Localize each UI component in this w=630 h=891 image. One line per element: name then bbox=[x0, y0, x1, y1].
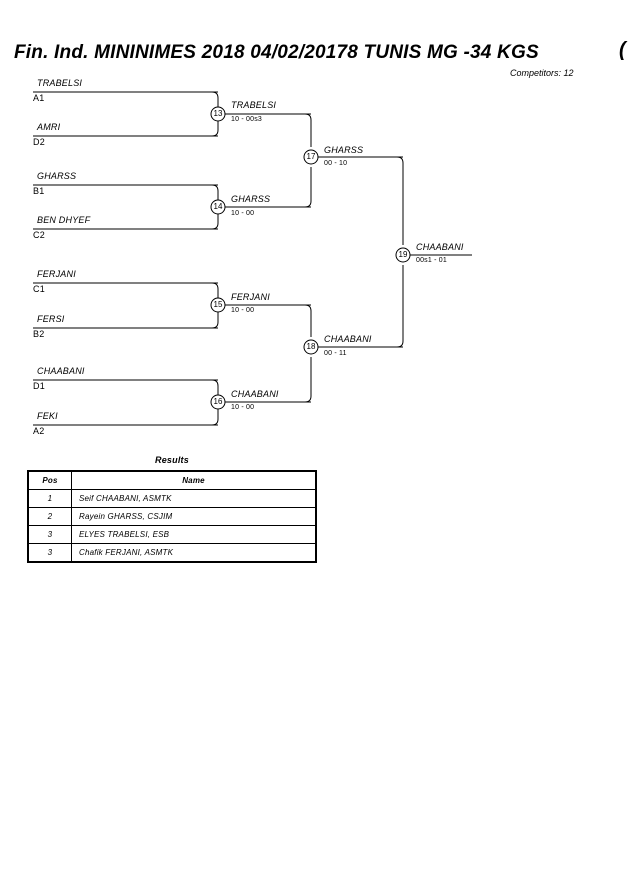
match-17-lower-connector bbox=[304, 167, 312, 208]
match-15-circle bbox=[210, 297, 226, 313]
match-13-circle bbox=[210, 106, 226, 122]
match-number-18: 18 bbox=[306, 342, 316, 351]
column-header-pos: Pos bbox=[27, 470, 72, 490]
match-winner-15: FERJANI bbox=[231, 292, 270, 302]
match-winner-18: CHAABANI bbox=[324, 334, 372, 344]
match-number-17: 17 bbox=[306, 152, 316, 161]
entry-seed-5: C1 bbox=[33, 284, 45, 294]
result-name: ELYES TRABELSI, ESB bbox=[71, 525, 317, 544]
result-pos: 3 bbox=[27, 525, 72, 544]
match-number-16: 16 bbox=[213, 397, 223, 406]
match-number-14: 14 bbox=[213, 202, 223, 211]
match-15-lower-connector bbox=[211, 311, 219, 329]
match-18-circle bbox=[303, 339, 319, 355]
result-name: Seif CHAABANI, ASMTK bbox=[71, 489, 317, 508]
entry-seed-7: D1 bbox=[33, 381, 45, 391]
entry-seed-2: D2 bbox=[33, 137, 45, 147]
competitors-count-label: Competitors: 12 bbox=[510, 68, 574, 78]
entry-name-5: FERJANI bbox=[37, 269, 76, 279]
match-16-upper-connector bbox=[211, 379, 219, 396]
match-number-19: 19 bbox=[398, 250, 408, 259]
match-number-13: 13 bbox=[213, 109, 223, 118]
entry-name-1: TRABELSI bbox=[37, 78, 83, 88]
entry-name-6: FERSI bbox=[37, 314, 65, 324]
match-13-lower-connector bbox=[211, 120, 219, 137]
table-row: 1 Seif CHAABANI, ASMTK bbox=[27, 489, 317, 508]
match-score-15: 10 - 00 bbox=[231, 307, 255, 314]
entry-seed-4: C2 bbox=[33, 230, 45, 240]
table-header-row: Pos Name bbox=[27, 470, 317, 490]
match-number-15: 15 bbox=[213, 300, 223, 309]
match-19-upper-connector bbox=[396, 156, 404, 245]
result-pos: 2 bbox=[27, 507, 72, 526]
match-winner-13: TRABELSI bbox=[231, 100, 277, 110]
result-name: Chafik FERJANI, ASMTK bbox=[71, 543, 317, 563]
match-16-lower-connector bbox=[211, 408, 219, 426]
page-title: Fin. Ind. MININIMES 2018 04/02/20178 TUN… bbox=[14, 42, 539, 63]
table-row: 3 Chafik FERJANI, ASMTK bbox=[27, 543, 317, 563]
match-15-upper-connector bbox=[211, 282, 219, 299]
match-winner-19: CHAABANI bbox=[416, 242, 464, 252]
column-header-name: Name bbox=[71, 470, 317, 490]
entry-name-8: FEKI bbox=[37, 411, 58, 421]
match-score-19: 00s1 - 01 bbox=[416, 257, 447, 264]
result-name: Rayein GHARSS, CSJIM bbox=[71, 507, 317, 526]
tournament-bracket: TRABELSI A1 AMRI D2 GHARSS B1 BEN DHYEF … bbox=[33, 78, 472, 436]
match-winner-17: GHARSS bbox=[324, 145, 364, 155]
match-score-18: 00 - 11 bbox=[324, 350, 347, 357]
results-title: Results bbox=[155, 455, 189, 465]
match-14-lower-connector bbox=[211, 213, 219, 230]
result-pos: 1 bbox=[27, 489, 72, 508]
header-corner-glyph: ( bbox=[619, 40, 626, 60]
entry-name-4: BEN DHYEF bbox=[37, 215, 91, 225]
entry-seed-8: A2 bbox=[33, 426, 45, 436]
match-19-circle bbox=[395, 247, 411, 263]
match-winner-14: GHARSS bbox=[231, 194, 271, 204]
match-score-17: 00 - 10 bbox=[324, 160, 348, 167]
entry-name-2: AMRI bbox=[37, 122, 61, 132]
table-row: 2 Rayein GHARSS, CSJIM bbox=[27, 507, 317, 526]
match-19-lower-connector bbox=[396, 265, 404, 348]
entry-seed-6: B2 bbox=[33, 329, 45, 339]
match-16-circle bbox=[210, 394, 226, 410]
bracket-connector-lines bbox=[33, 91, 472, 426]
entry-name-7: CHAABANI bbox=[37, 366, 85, 376]
match-13-upper-connector bbox=[211, 91, 219, 108]
match-17-upper-connector bbox=[304, 113, 312, 147]
entry-seed-3: B1 bbox=[33, 186, 45, 196]
match-score-14: 10 - 00 bbox=[231, 210, 255, 217]
match-18-upper-connector bbox=[304, 304, 312, 337]
result-pos: 3 bbox=[27, 543, 72, 563]
table-row: 3 ELYES TRABELSI, ESB bbox=[27, 525, 317, 544]
results-table: Pos Name 1 Seif CHAABANI, ASMTK 2 Rayein… bbox=[27, 470, 317, 563]
results-section: Results Pos Name 1 Seif CHAABANI, ASMTK … bbox=[27, 455, 317, 563]
match-18-lower-connector bbox=[304, 357, 312, 403]
match-winner-16: CHAABANI bbox=[231, 389, 279, 399]
match-score-16: 10 - 00 bbox=[231, 404, 255, 411]
match-score-13: 10 - 00s3 bbox=[231, 116, 262, 123]
match-14-upper-connector bbox=[211, 184, 219, 201]
match-14-circle bbox=[210, 199, 226, 215]
entry-name-3: GHARSS bbox=[37, 171, 77, 181]
match-17-circle bbox=[303, 149, 319, 165]
entry-seed-1: A1 bbox=[33, 93, 45, 103]
